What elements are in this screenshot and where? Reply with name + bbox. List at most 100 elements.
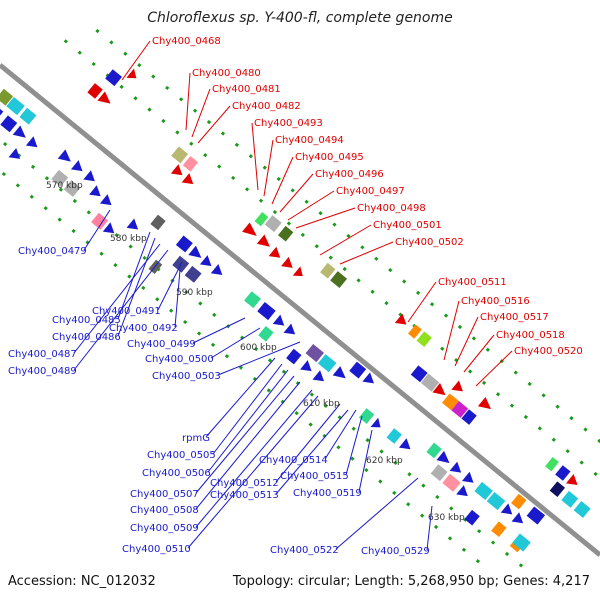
tick-mark: [183, 319, 188, 325]
tick-mark: [523, 414, 529, 420]
tick-mark: [244, 187, 250, 192]
gene-label-red: Chy400_0518: [496, 330, 565, 341]
leader-line: [191, 88, 211, 138]
tick-mark: [109, 40, 114, 45]
kbp-label: 620 kbp: [366, 456, 403, 466]
gene-feature: [426, 442, 442, 459]
gene-arrow: [449, 461, 462, 473]
leader-line: [271, 156, 294, 205]
gene-arrow: [126, 218, 139, 230]
gene-feature: [264, 215, 282, 233]
gene-feature: [105, 69, 123, 87]
gene-label-red: Chy400_0493: [254, 118, 323, 129]
leader-line: [275, 409, 349, 495]
gene-feature: [244, 291, 261, 309]
gene-label-blue: Chy400_0499: [127, 339, 196, 350]
tick-mark: [471, 336, 477, 341]
feature-layer: [0, 68, 591, 553]
gene-feature: [182, 155, 199, 172]
gene-label-blue: Chy400_0509: [130, 523, 199, 534]
tick-mark: [189, 141, 194, 146]
gene-feature: [51, 169, 69, 187]
gene-label-blue: Chy400_0489: [8, 366, 77, 377]
gene-label-red: Chy400_0481: [212, 84, 281, 95]
tick-mark: [468, 369, 473, 374]
leader-line: [295, 207, 356, 229]
tick-mark: [262, 165, 267, 170]
tick-mark: [147, 107, 152, 112]
leader-line: [117, 231, 151, 320]
gene-arrow: [57, 149, 71, 162]
leader-line: [345, 415, 363, 476]
tick-mark: [449, 506, 454, 511]
gene-feature: [150, 214, 166, 231]
leader-line: [358, 429, 373, 493]
leader-line: [185, 72, 191, 131]
gene-arrow: [170, 164, 183, 176]
gene-label-blue: Chy400_0491: [92, 306, 161, 317]
tick-mark: [1, 171, 7, 177]
leader-line: [192, 317, 246, 344]
gene-feature: [175, 235, 193, 253]
gene-feature: [430, 464, 448, 482]
gene-feature: [305, 343, 324, 363]
gene-arrow: [332, 366, 346, 379]
leader-line: [187, 395, 319, 549]
leader-line: [443, 300, 460, 361]
gene-feature: [6, 97, 25, 116]
gene-feature: [0, 115, 18, 133]
tick-mark: [420, 513, 425, 518]
tick-mark: [429, 302, 435, 307]
tick-mark: [234, 142, 240, 147]
gene-arrow: [432, 383, 446, 396]
tick-mark: [518, 563, 524, 568]
tick-mark: [407, 472, 412, 477]
tick-mark: [393, 460, 398, 465]
tick-mark: [356, 278, 361, 283]
gene-arrow: [188, 245, 202, 258]
gene-feature: [286, 348, 302, 365]
tick-mark: [3, 141, 8, 147]
gene-feature: [549, 481, 566, 497]
tick-mark: [179, 97, 184, 102]
gene-arrow: [83, 170, 95, 182]
gene-arrow: [97, 91, 111, 104]
gene-feature: [442, 393, 459, 411]
gene-arrow: [210, 263, 223, 275]
tick-mark: [192, 108, 198, 113]
tick-mark: [212, 312, 217, 317]
gene-label-red: Chy400_0494: [275, 135, 344, 146]
gene-label-blue: Chy400_0514: [259, 455, 328, 466]
tick-mark: [151, 74, 156, 79]
gene-arrow: [272, 314, 285, 326]
tick-mark: [323, 403, 328, 409]
gene-feature: [19, 107, 37, 125]
gene-label-red: Chy400_0497: [336, 186, 405, 197]
gene-feature: [358, 408, 375, 424]
tick-mark: [447, 536, 453, 541]
tick-mark: [435, 494, 440, 500]
tick-mark: [440, 346, 445, 351]
kbp-label: 600 kbp: [240, 343, 277, 353]
gene-arrow: [566, 474, 578, 486]
tick-mark: [169, 308, 174, 313]
leader-line: [197, 105, 231, 144]
tick-mark: [457, 324, 463, 330]
gene-arrow: [312, 370, 325, 382]
leader-line: [217, 341, 301, 376]
gene-arrow: [281, 256, 293, 268]
tick-mark: [210, 342, 216, 347]
tick-mark: [127, 274, 132, 279]
gene-feature: [386, 428, 402, 444]
leader-line: [407, 281, 437, 323]
tick-mark: [198, 301, 203, 306]
tick-mark: [406, 502, 411, 507]
tick-mark: [141, 285, 146, 291]
gene-arrow: [477, 396, 492, 410]
tick-mark: [461, 547, 467, 552]
tick-mark: [374, 256, 379, 261]
tick-mark: [583, 427, 588, 432]
backbone-layer: [0, 63, 600, 557]
gene-arrow: [70, 160, 83, 172]
tick-mark: [579, 460, 584, 465]
